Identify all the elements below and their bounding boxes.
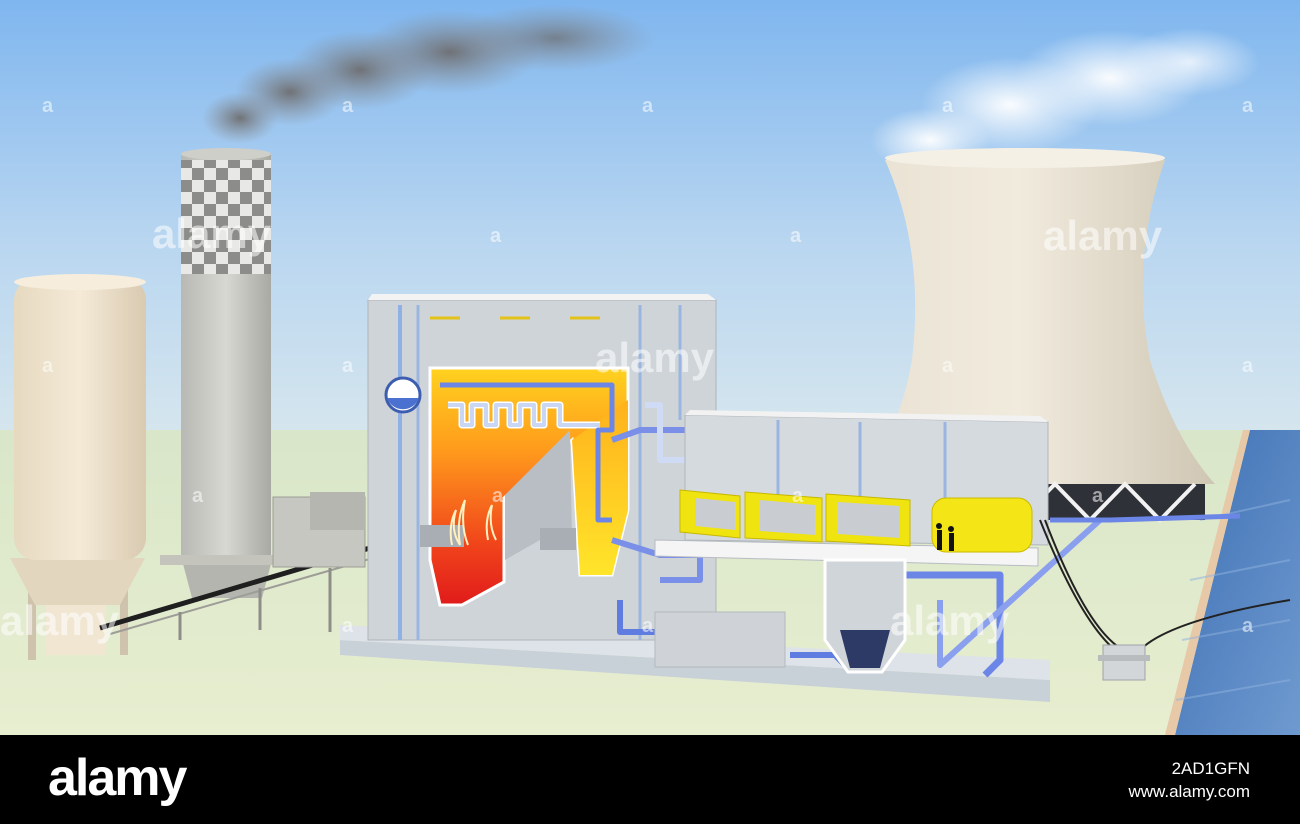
image-id-label: 2AD1GFN [1171,759,1250,778]
generator [931,497,1033,553]
furnace-flames [449,499,497,546]
watermark-mark: a [792,485,804,507]
watermark-mark: a [490,225,502,247]
cooling-tower-steam [870,28,1260,172]
worker-silhouettes [936,523,954,551]
alamy-logo: alamy [48,749,187,807]
watermark-mark: a [342,615,354,637]
watermark-mark: a [342,355,354,377]
watermark-mark: a [790,225,802,247]
watermark-mark: a [192,485,204,507]
watermark-mark: a [342,95,354,117]
watermark-mark: a [1242,355,1254,377]
watermark-text: alamy [1043,212,1163,259]
watermark-mark: a [642,95,654,117]
chimney-smoke [202,4,655,144]
watermark-text: alamy [595,334,715,381]
river [1165,430,1300,735]
watermark-mark: a [1242,615,1254,637]
watermark-mark: a [642,615,654,637]
watermark-mark: a [1092,485,1104,507]
chimney-stack [160,148,290,598]
transformer [1039,519,1291,681]
steam-turbines [679,489,911,547]
footer-bar [0,735,1300,824]
watermark-text: alamy [152,210,272,257]
watermark-mark: a [42,95,54,117]
watermark-mark: a [1242,95,1254,117]
power-plant-scene: alamy alamy alamy alamy alamy a a a a a … [0,0,1300,735]
watermark-mark: a [42,355,54,377]
watermark-text: alamy [0,597,120,644]
watermark-mark: a [942,355,954,377]
watermarks: alamy alamy alamy alamy alamy a a a a a … [0,95,1254,644]
watermark-text: alamy [890,597,1010,644]
site-url-label: www.alamy.com [1128,782,1250,801]
watermark-mark: a [492,485,504,507]
watermark-mark: a [942,95,954,117]
storage-silo [10,274,146,660]
steam-drum [384,376,422,414]
coal-conveyor [99,492,381,640]
